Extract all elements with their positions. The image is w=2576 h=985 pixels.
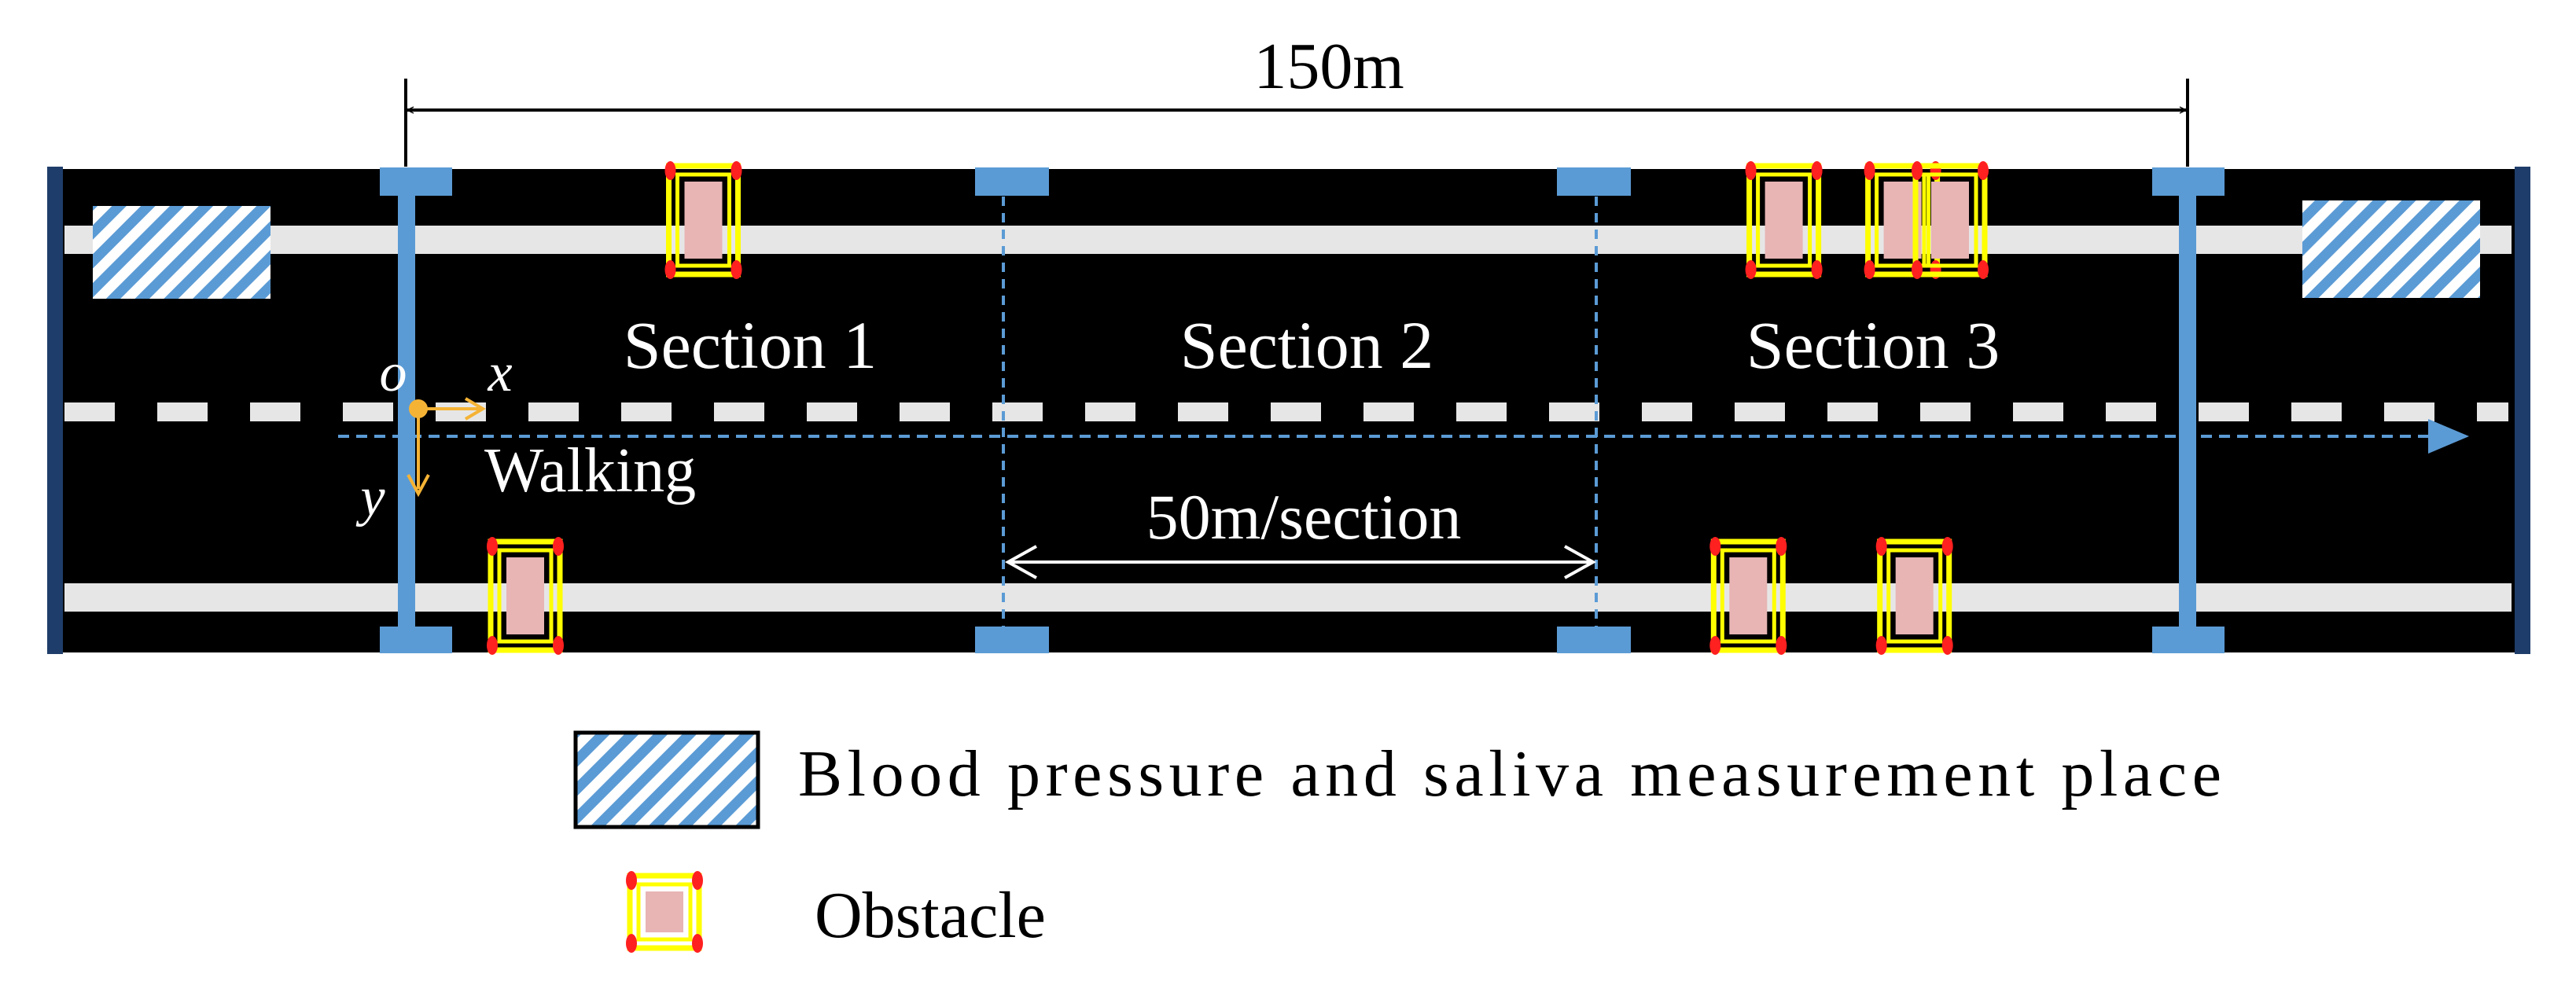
center-dash: [528, 402, 579, 421]
obstacle: [1745, 161, 1823, 279]
center-dash: [2013, 402, 2063, 421]
section-length-label: 50m/section: [1146, 481, 1462, 553]
obstacle: [626, 871, 703, 953]
center-dash: [2477, 402, 2508, 421]
center-dashed-line: [64, 402, 2508, 421]
center-dash: [621, 402, 672, 421]
legend-obstacle-icon: [626, 871, 703, 953]
origin-label: o: [380, 343, 407, 403]
x-axis-label: x: [487, 343, 512, 403]
legend-measurement-label: Blood pressure and saliva measurement pl…: [798, 737, 2221, 810]
end-post: [2152, 167, 2225, 653]
start-post: [380, 167, 452, 653]
center-dash: [1456, 402, 1507, 421]
center-dash: [64, 402, 115, 421]
legend-obstacle-label: Obstacle: [815, 879, 1046, 952]
center-dash: [1735, 402, 1785, 421]
obstacle: [664, 161, 742, 279]
obstacle: [1875, 537, 1953, 655]
center-dash: [1271, 402, 1321, 421]
total-length-label: 150m: [1253, 30, 1404, 103]
measurement-place-start: [93, 206, 270, 299]
center-dash: [1085, 402, 1135, 421]
section-divider-2: [1557, 167, 1631, 654]
obstacle: [1709, 537, 1787, 655]
center-dash: [343, 402, 393, 421]
y-axis-label: y: [355, 467, 385, 527]
center-dash: [2384, 402, 2434, 421]
road-left-edge: [47, 167, 63, 654]
road: [47, 167, 2530, 654]
center-dash: [992, 402, 1043, 421]
road-right-edge: [2515, 167, 2530, 654]
center-dash: [250, 402, 300, 421]
obstacles: [487, 161, 1989, 655]
center-dash: [2291, 402, 2342, 421]
section-2-label: Section 2: [1180, 307, 1433, 383]
center-dash: [1178, 402, 1228, 421]
center-dash: [807, 402, 857, 421]
origin-point: [409, 399, 428, 418]
center-dash: [2106, 402, 2156, 421]
walking-label: Walking: [484, 436, 696, 505]
section-length-arrow-right: [1564, 545, 1597, 579]
center-dash: [1642, 402, 1692, 421]
section-3-label: Section 3: [1746, 307, 2000, 383]
center-dash: [157, 402, 208, 421]
center-dash: [2199, 402, 2249, 421]
center-dash: [1549, 402, 1599, 421]
lane-line-bottom: [64, 583, 2512, 612]
center-dash: [1363, 402, 1414, 421]
obstacle: [487, 537, 564, 655]
section-length-arrow-left: [1004, 545, 1037, 579]
legend-measurement-swatch: [573, 730, 760, 829]
measurement-place-end: [2302, 200, 2480, 298]
walking-path-arrowhead: [2428, 419, 2469, 454]
center-dash: [1827, 402, 1878, 421]
center-dash: [714, 402, 764, 421]
legend: Blood pressure and saliva measurement pl…: [573, 730, 2221, 953]
coordinate-axes: [407, 397, 486, 498]
lane-line-top: [64, 226, 2512, 254]
center-dash: [1920, 402, 1971, 421]
obstacle: [1912, 161, 1989, 279]
section-1-label: Section 1: [624, 307, 877, 383]
center-dash: [900, 402, 950, 421]
section-divider-1: [975, 167, 1049, 654]
